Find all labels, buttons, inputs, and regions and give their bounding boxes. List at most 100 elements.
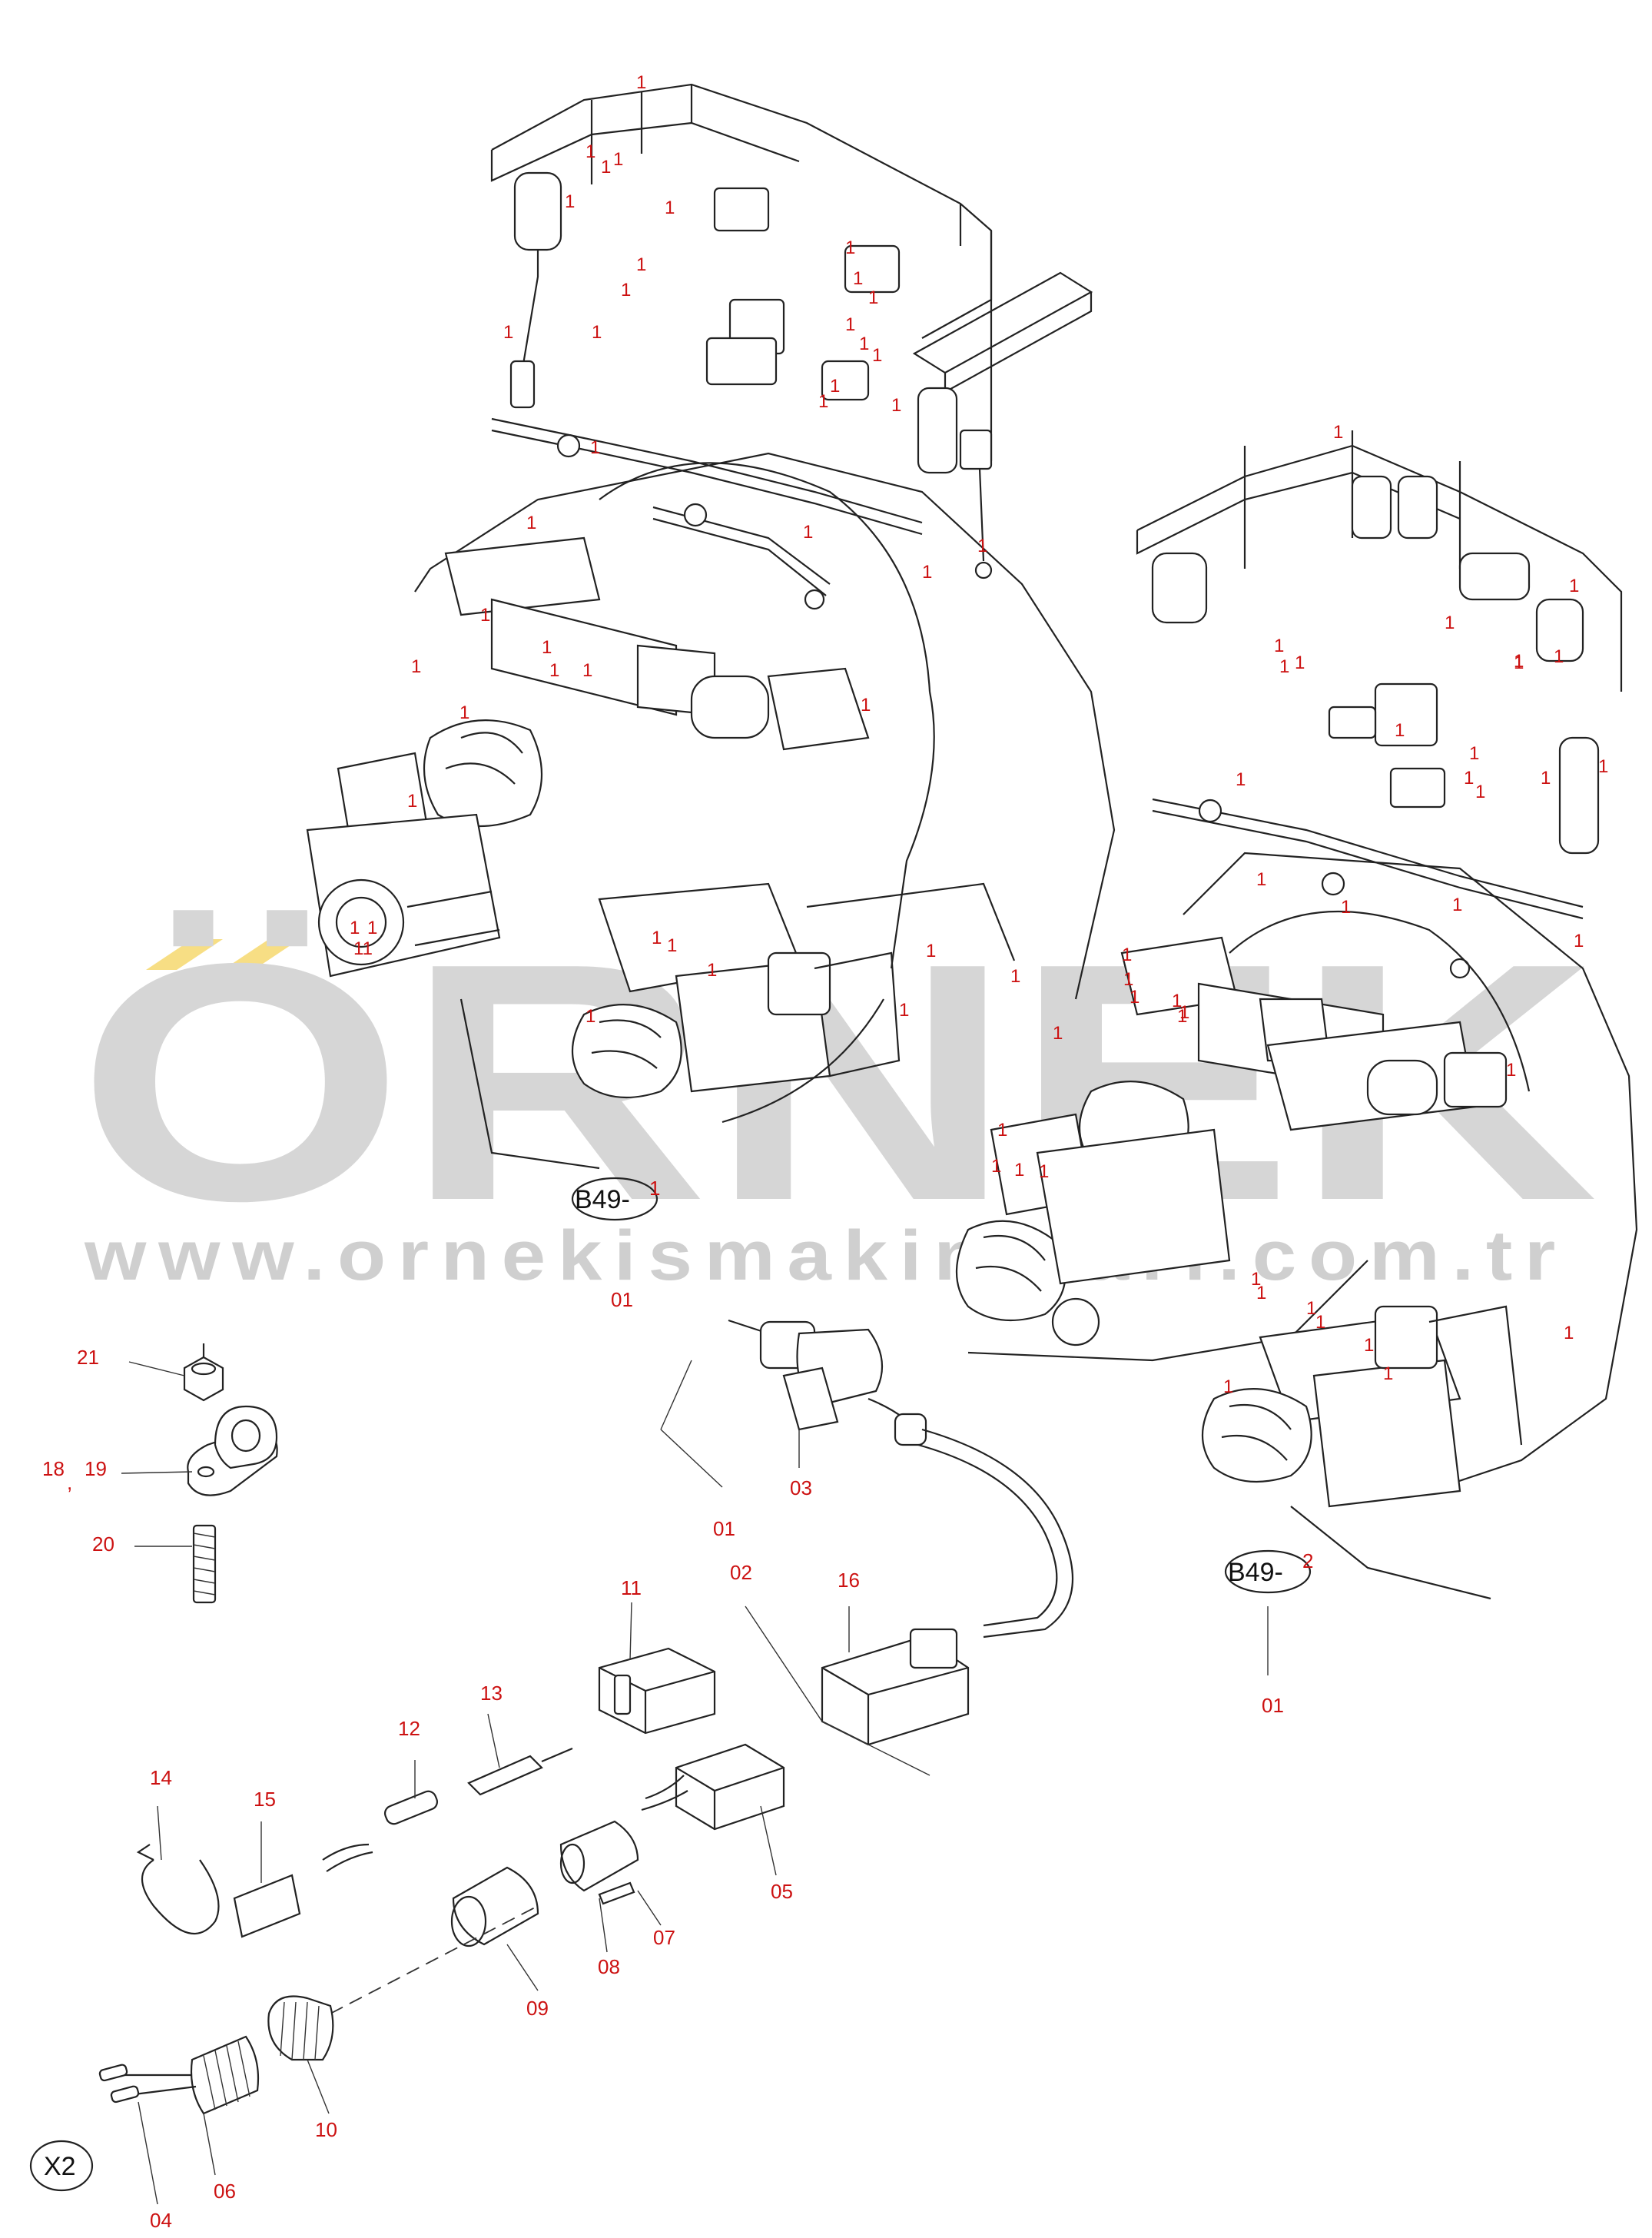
- sleeve-15: [233, 1874, 301, 1938]
- assembly-marker: 1: [585, 141, 595, 162]
- assembly-marker: 1: [585, 1006, 595, 1027]
- callout-05: 05: [771, 1880, 793, 1903]
- assembly-marker: 1: [707, 960, 717, 981]
- assembly-marker: 1: [1445, 613, 1455, 633]
- assembly-marker: 1: [652, 928, 662, 948]
- assembly-marker: 1: [1279, 656, 1289, 677]
- assembly-marker: 1: [667, 935, 677, 956]
- callout-02: 02: [730, 1561, 752, 1584]
- assembly-marker: 1: [872, 345, 882, 366]
- reference-labels: B49- 1 B49- 2 X2: [29, 1177, 1313, 2192]
- assembly-marker: 1: [665, 198, 675, 218]
- assembly-marker: 1: [853, 268, 863, 289]
- housing-08: [559, 1820, 639, 1892]
- assembly-marker: 1: [1256, 1283, 1266, 1303]
- callout-08: 08: [598, 1955, 620, 1978]
- assembly-marker: 1: [1177, 1006, 1187, 1027]
- grommet-10: [267, 1995, 334, 2061]
- x2-label: X2: [44, 2152, 76, 2181]
- b49-2-sup: 2: [1302, 1549, 1313, 1572]
- assembly-marker: 1: [1251, 1269, 1261, 1290]
- housing-09: [452, 1866, 539, 1946]
- assembly-marker: 1: [1123, 969, 1133, 990]
- assembly-marker: 1: [845, 314, 855, 335]
- assembly-marker: 1: [1223, 1376, 1233, 1397]
- assembly-marker: 1: [861, 695, 871, 716]
- assembly-marker: 1: [1256, 869, 1266, 890]
- callout-06: 06: [214, 2180, 236, 2203]
- assembly-marker: 1: [1274, 636, 1284, 656]
- watermark-accent-left: [146, 939, 223, 970]
- callout-01-c: 01: [1262, 1694, 1284, 1717]
- assembly-markers: 1 1 1 1 1 1 1 1 1 1 1 1 1 1 1 1 1 1 1 1 …: [350, 72, 1608, 1397]
- assembly-marker: 1: [1364, 1335, 1374, 1356]
- callout-15: 15: [254, 1788, 276, 1811]
- watermark-accent-right: [223, 939, 300, 970]
- assembly-marker: 1: [830, 376, 840, 397]
- b49-1-sup: 1: [649, 1177, 660, 1200]
- assembly-marker: 1: [868, 287, 878, 308]
- assembly-marker: 1: [565, 191, 575, 212]
- callout-21: 21: [77, 1346, 99, 1369]
- assembly-marker: 1: [503, 322, 513, 343]
- assembly-marker: 1: [1598, 756, 1608, 777]
- watermark-url: www.ornekismakinalari.com.tr: [84, 1217, 1567, 1295]
- callout-12: 12: [398, 1717, 420, 1740]
- assembly-marker: 1: [818, 391, 828, 412]
- assembly-marker: 1: [1469, 743, 1479, 764]
- callout-03: 03: [790, 1476, 812, 1499]
- assembly-b49-1-drawing: [306, 83, 1116, 1170]
- assembly-marker: 1: [1179, 1002, 1189, 1023]
- assembly-marker: 1: [526, 513, 536, 533]
- assembly-marker: 1: [582, 660, 592, 681]
- callout-18: 18: [42, 1457, 65, 1480]
- assembly-marker: 1: [549, 660, 559, 681]
- connector-05: [675, 1743, 785, 1831]
- assembly-marker: 1: [1014, 1160, 1024, 1180]
- assembly-marker: 1: [1514, 652, 1524, 673]
- assembly-marker: 1: [859, 334, 869, 354]
- callout-18-sep: ,: [67, 1471, 72, 1494]
- assembly-marker: 1: [601, 157, 611, 178]
- assembly-marker: 1: [899, 1000, 909, 1021]
- callout-19: 19: [85, 1457, 107, 1480]
- assembly-marker: 1: [1306, 1298, 1316, 1319]
- clip-14: [141, 1859, 220, 1934]
- assembly-marker: 1: [1341, 897, 1351, 918]
- assembly-marker: 1: [803, 522, 813, 543]
- callout-10: 10: [315, 2118, 337, 2141]
- seal-06: [190, 2035, 260, 2115]
- callout-01-b: 01: [713, 1517, 735, 1540]
- assembly-marker: 1: [407, 791, 417, 812]
- assembly-marker: 1: [350, 918, 360, 938]
- assembly-marker: 1: [1383, 1363, 1393, 1384]
- assembly-marker: 1: [1395, 720, 1405, 741]
- assembly-marker: 1: [592, 322, 602, 343]
- assembly-marker: 1: [1554, 646, 1564, 667]
- assembly-marker: 1: [891, 395, 901, 416]
- seal-12: [383, 1790, 439, 1825]
- callout-09: 09: [526, 1997, 549, 2020]
- assembly-marker: 1: [1010, 966, 1020, 987]
- assembly-marker: 1: [1295, 652, 1305, 673]
- b49-1-oval: [571, 1177, 658, 1221]
- assembly-marker: 1: [1333, 422, 1343, 443]
- x2-oval: [29, 2140, 94, 2192]
- assembly-marker: 1: [922, 562, 932, 583]
- assembly-marker-pair: 11: [353, 938, 373, 959]
- assembly-marker: 1: [1475, 782, 1485, 802]
- assembly-marker: 1: [1122, 945, 1132, 965]
- assembly-marker: 1: [367, 918, 377, 938]
- callout-11: 11: [621, 1576, 642, 1599]
- assembly-marker: 1: [1236, 769, 1246, 790]
- pin-07: [598, 1881, 635, 1905]
- assembly-marker: 1: [613, 149, 623, 170]
- assembly-marker: 1: [636, 254, 646, 275]
- callout-04: 04: [150, 2209, 172, 2232]
- assembly-marker: 1: [991, 1156, 1001, 1177]
- exploded-parts: [98, 1319, 1269, 2205]
- part-callouts: 01 01 01 02 03 04 05 06 07 08 09 10 11 1…: [42, 1288, 1284, 2232]
- assembly-marker: 1: [590, 437, 600, 458]
- assembly-marker: 1: [1130, 987, 1139, 1008]
